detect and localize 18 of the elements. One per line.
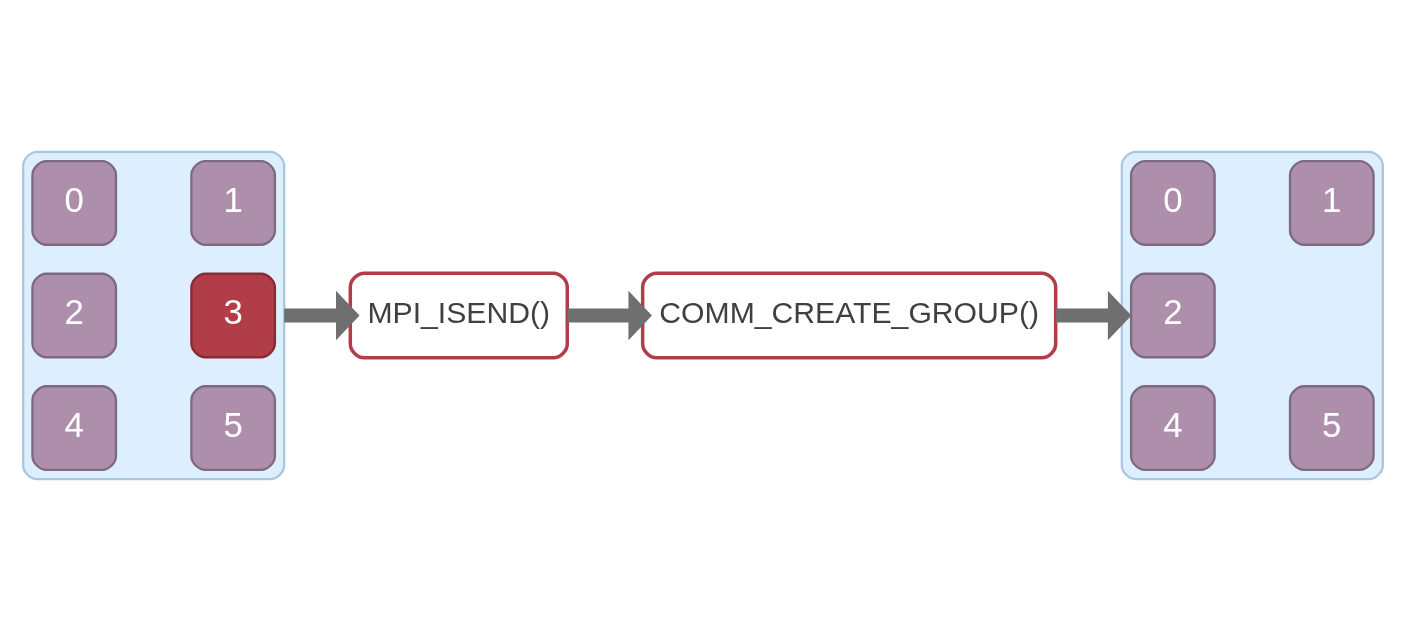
cluster — [22, 150, 286, 480]
node-box: MPI_ISEND() — [348, 270, 569, 360]
node-box: 0 — [1129, 159, 1216, 246]
arrow — [1056, 290, 1132, 340]
node-box: 4 — [1129, 384, 1216, 471]
node-box: COMM_CREATE_GROUP() — [640, 270, 1058, 360]
node-box: 4 — [31, 384, 118, 471]
node-box: 3 — [190, 272, 277, 358]
arrow — [284, 290, 360, 340]
node-box: 5 — [190, 384, 277, 471]
node-box: 2 — [31, 272, 118, 358]
node-box: 1 — [190, 159, 277, 246]
node-box: 0 — [31, 159, 118, 246]
node-box: 5 — [1288, 384, 1375, 471]
node-box: 2 — [1129, 272, 1216, 358]
arrow — [567, 290, 652, 340]
cluster — [1120, 150, 1384, 480]
node-box: 1 — [1288, 159, 1375, 246]
